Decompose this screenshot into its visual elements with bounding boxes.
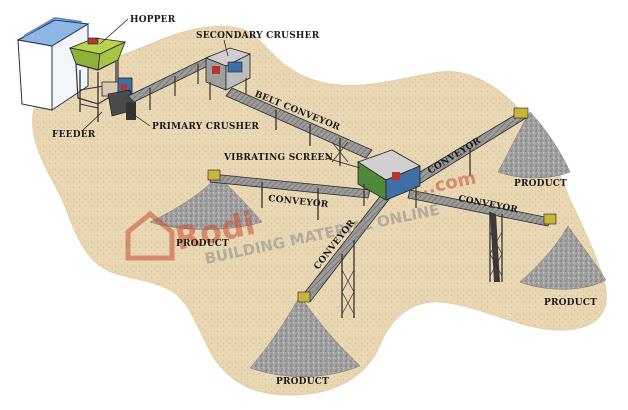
label-product-top-right: PRODUCT: [514, 179, 567, 189]
label-secondary-crusher: SECONDARY CRUSHER: [196, 31, 320, 41]
product-pile-right: [519, 225, 607, 290]
label-feeder: FEEDER: [52, 130, 96, 140]
label-product-bottom: PRODUCT: [276, 377, 329, 387]
main-belt-conveyor: [225, 87, 373, 166]
product-pile-top-right: [497, 111, 571, 179]
secondary-crusher-unit: [204, 47, 252, 100]
leader-vibrating-screen: [325, 157, 361, 169]
product-pile-bottom: [249, 295, 361, 377]
leader-hopper: [99, 18, 129, 45]
watermark-logo-icon: [125, 210, 175, 261]
label-product-left: PRODUCT: [176, 239, 229, 249]
conveyor-left: [207, 169, 371, 220]
conveyor-right: [407, 189, 557, 282]
ground-area: [32, 25, 607, 396]
leader-primary-crusher: [129, 111, 151, 127]
label-primary-crusher: PRIMARY CRUSHER: [152, 122, 259, 132]
label-hopper: HOPPER: [130, 15, 176, 25]
vibrating-screen-unit: [357, 149, 421, 208]
label-vibrating-screen: VIBRATING SCREEN: [223, 153, 333, 163]
leader-secondary-crusher: [223, 39, 229, 57]
conveyor-bottom: [297, 193, 391, 318]
product-pile-left: [149, 175, 263, 230]
label-product-right: PRODUCT: [544, 298, 597, 308]
primary-unit: [68, 37, 136, 122]
leader-feeder: [81, 111, 103, 132]
